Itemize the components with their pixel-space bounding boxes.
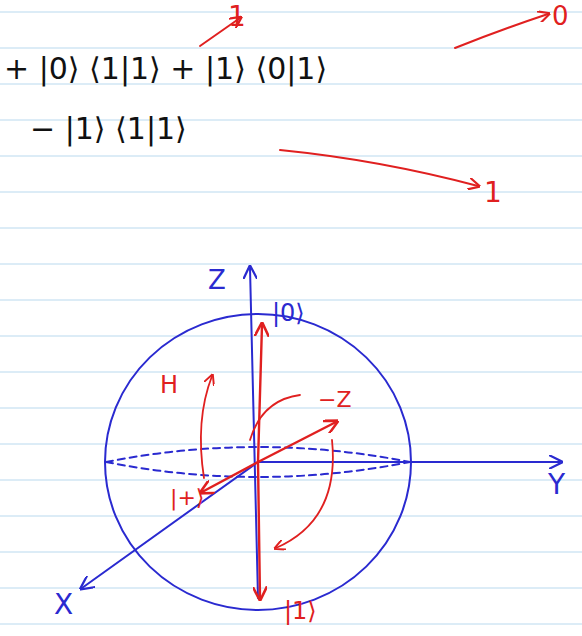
red-note: 1 bbox=[228, 2, 246, 33]
axis-label: Z bbox=[208, 266, 226, 295]
sphere-axes bbox=[82, 268, 560, 610]
red-note: 0 bbox=[552, 2, 569, 31]
notebook-lines bbox=[0, 12, 582, 624]
state-label: |0⟩ bbox=[272, 300, 305, 326]
red-annotations bbox=[200, 14, 548, 186]
red-note: 1 bbox=[484, 178, 502, 209]
state-label: |+⟩ bbox=[170, 486, 204, 510]
state-label: |1⟩ bbox=[284, 598, 317, 624]
formula-line: + |0⟩ ⟨1|1⟩ + |1⟩ ⟨0|1⟩ bbox=[4, 52, 327, 85]
state-label: −Z bbox=[318, 388, 352, 412]
formula-line: − |1⟩ ⟨1|1⟩ bbox=[30, 112, 187, 145]
axis-label: Y bbox=[548, 470, 565, 501]
gate-label: H bbox=[160, 372, 178, 398]
axis-label: X bbox=[54, 590, 73, 621]
state-vectors bbox=[201, 325, 336, 598]
